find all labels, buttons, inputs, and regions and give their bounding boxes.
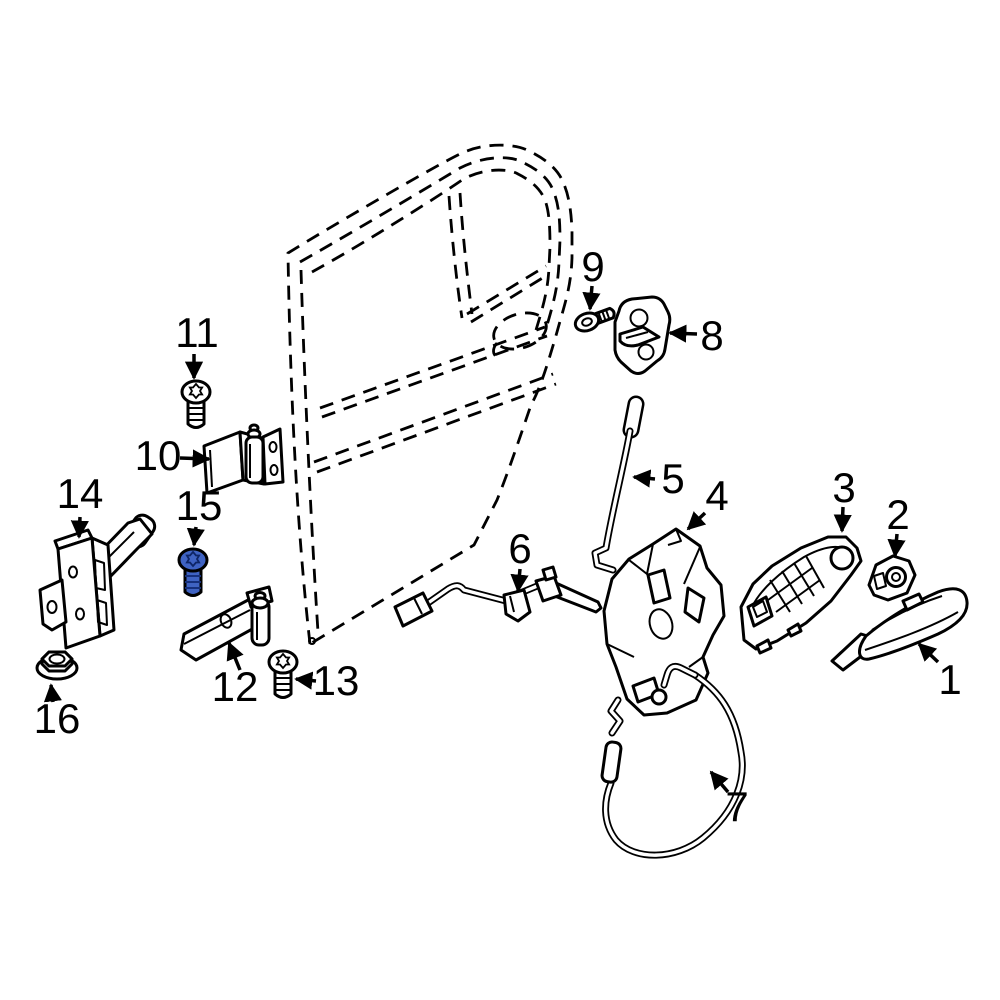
arrow-to-part-6 [510, 568, 529, 593]
part-number-labels: 1 2 3 4 5 6 7 8 9 10 11 12 13 14 15 16 [34, 243, 962, 830]
part-label-3: 3 [832, 464, 855, 511]
arrow-to-part-4 [686, 511, 707, 531]
part-label-15: 15 [176, 482, 223, 529]
part-15-door-check-bolt-highlighted [177, 547, 209, 597]
part-label-13: 13 [313, 657, 360, 704]
arrow-to-part-16 [43, 683, 62, 703]
part-4-door-lock-actuator [602, 527, 726, 717]
arrow-to-part-12 [226, 641, 244, 671]
window-divider [447, 195, 464, 319]
part-label-1: 1 [938, 656, 961, 703]
part-label-8: 8 [700, 312, 723, 359]
part-3-outside-handle-carrier [739, 535, 863, 655]
arrow-to-part-7 [709, 770, 730, 794]
part-label-5: 5 [661, 455, 684, 502]
part-9-striker-screw [573, 306, 616, 333]
part-11-upper-hinge-bolt [180, 379, 212, 429]
part-label-11: 11 [175, 309, 219, 356]
belt-line [319, 325, 546, 410]
part-6-inside-handle-rod [393, 565, 603, 628]
part-10-upper-door-hinge [202, 423, 285, 495]
leader-arrows [43, 285, 940, 794]
part-label-6: 6 [508, 525, 531, 572]
part-5-door-lock-rod [591, 395, 645, 574]
arrow-to-part-10 [179, 449, 211, 468]
part-label-9: 9 [581, 243, 604, 290]
window-frame-inner-line [299, 156, 562, 333]
arrow-to-part-1 [917, 642, 940, 664]
arrow-to-part-9 [582, 285, 601, 311]
part-1-outside-door-handle [830, 587, 969, 672]
part-13-lower-hinge-bolt [267, 649, 299, 699]
arrow-to-part-14 [70, 516, 89, 539]
part-label-4: 4 [705, 472, 728, 519]
arrow-to-part-3 [833, 506, 852, 533]
part-12-lower-door-hinge [179, 585, 274, 662]
door-outline-dashed [286, 143, 574, 647]
part-label-12: 12 [212, 663, 259, 710]
part-label-14: 14 [57, 470, 104, 517]
part-7-bowden-cable [600, 662, 746, 859]
part-16-door-check-nut [35, 650, 79, 681]
part-label-10: 10 [135, 432, 182, 479]
arrow-to-part-8 [668, 324, 698, 343]
arrow-to-part-5 [632, 469, 656, 488]
part-label-16: 16 [34, 695, 81, 742]
door-front-edge-inner [299, 269, 320, 633]
part-8-door-striker [613, 295, 672, 375]
part-14-door-check-strap [38, 513, 157, 650]
part-2-lock-cylinder-cap [867, 554, 917, 602]
door-handle-recess [492, 311, 548, 351]
arrow-to-part-13 [294, 671, 317, 690]
door-crease-line [313, 372, 554, 464]
part-label-7: 7 [725, 783, 748, 830]
arrow-to-part-2 [887, 533, 906, 558]
part-label-2: 2 [886, 491, 909, 538]
arrow-to-part-15 [186, 526, 205, 547]
